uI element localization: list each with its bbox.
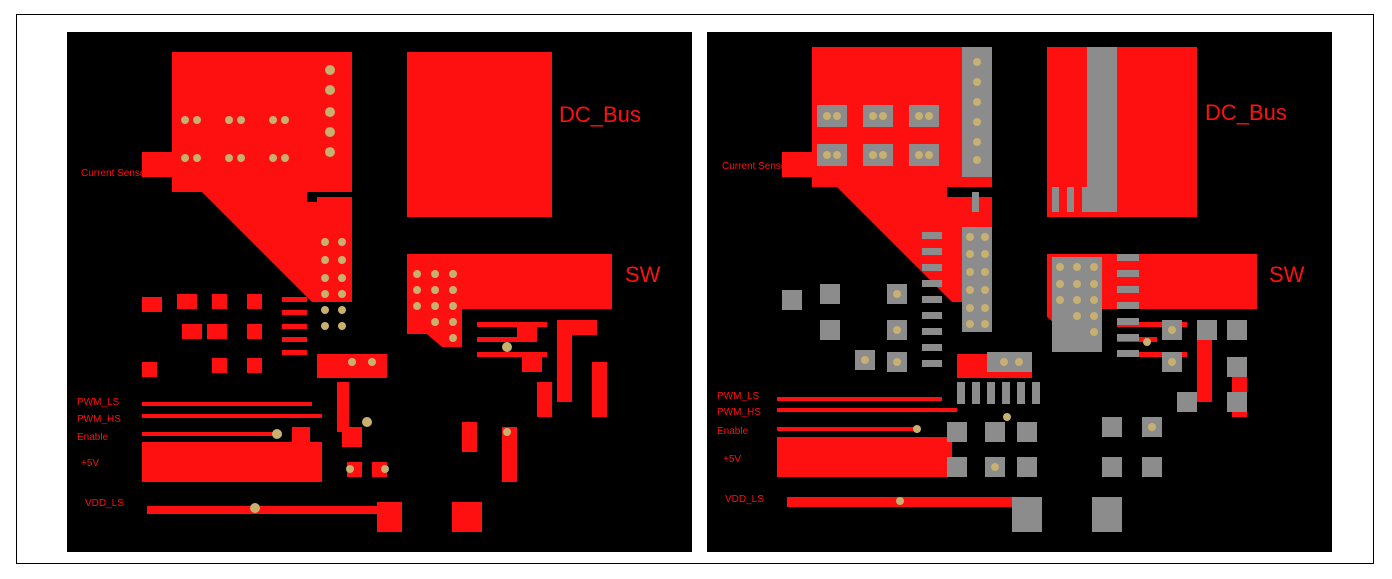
- current-sense-label: Current Sense: [81, 168, 146, 179]
- pcb-layout-with-pads-view: DC_Bus SW Current Sense PWM_LS PWM_HS En…: [707, 32, 1332, 552]
- pcb-layout-copper-view: DC_Bus SW Current Sense PWM_LS PWM_HS En…: [67, 32, 692, 552]
- 5v-label: +5V: [723, 454, 741, 465]
- enable-label: Enable: [77, 432, 109, 443]
- 5v-label: +5V: [81, 458, 99, 469]
- vdd-ls-label: VDD_LS: [725, 494, 764, 505]
- enable-label: Enable: [717, 426, 749, 437]
- pwm-ls-label: PWM_LS: [77, 397, 120, 408]
- pcb-right-svg: DC_Bus SW Current Sense PWM_LS PWM_HS En…: [717, 47, 1305, 532]
- sw-label: SW: [1269, 262, 1305, 287]
- pwm-hs-label: PWM_HS: [717, 407, 761, 418]
- pcb-left-svg: DC_Bus SW Current Sense PWM_LS PWM_HS En…: [77, 52, 661, 532]
- sw-label: SW: [625, 262, 661, 287]
- pwm-hs-label: PWM_HS: [77, 414, 121, 425]
- dc-bus-label: DC_Bus: [559, 102, 641, 127]
- dc-bus-label: DC_Bus: [1205, 100, 1287, 125]
- pwm-ls-label: PWM_LS: [717, 391, 760, 402]
- vdd-ls-label: VDD_LS: [85, 498, 124, 509]
- current-sense-label: Current Sense: [722, 161, 787, 172]
